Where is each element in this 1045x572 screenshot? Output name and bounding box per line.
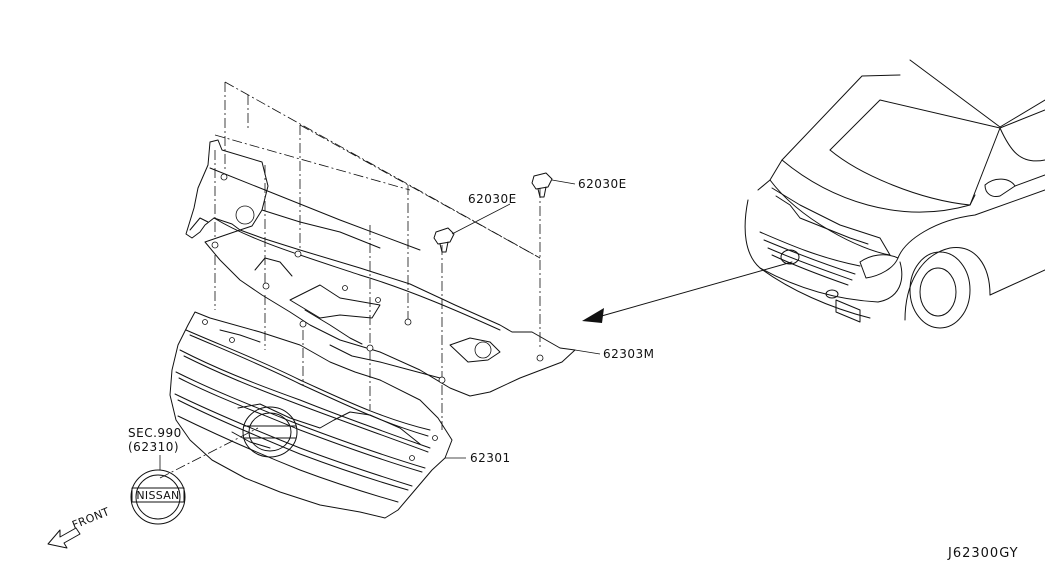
upper-cover-62303M <box>185 139 576 397</box>
leader-lines <box>159 179 601 470</box>
front-arrow: FRONT <box>47 505 111 549</box>
assembly-lines <box>159 81 541 479</box>
emblem: NISSAN <box>130 469 186 525</box>
clip-62030E-upper <box>531 172 553 198</box>
label-cover: 62303M <box>603 347 655 361</box>
front-label: FRONT <box>70 505 111 532</box>
emblem-text: NISSAN <box>136 489 179 502</box>
diagram-code: J62300GY <box>947 546 1019 561</box>
grille-62301 <box>169 311 453 519</box>
label-clip-lower: 62030E <box>468 192 517 206</box>
vehicle-overview <box>744 59 1045 329</box>
location-arrow <box>582 261 793 323</box>
label-grille: 62301 <box>470 451 511 465</box>
label-sec-part: (62310) <box>128 440 179 454</box>
label-sec-ref: SEC.990 <box>128 426 182 440</box>
clip-62030E-lower <box>433 227 455 253</box>
label-clip-upper: 62030E <box>578 177 627 191</box>
